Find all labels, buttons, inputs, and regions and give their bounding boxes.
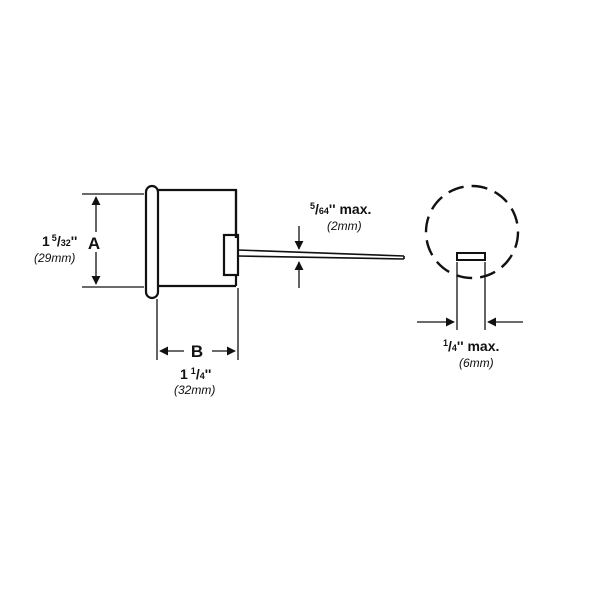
dim-a-metric: (29mm) <box>34 251 75 265</box>
tail-width-metric: (6mm) <box>459 356 494 370</box>
thickness-suffix: '' max. <box>329 201 371 217</box>
dimension-a <box>82 193 144 288</box>
thickness-slash: / <box>315 201 319 217</box>
dim-a-letter: A <box>88 234 100 253</box>
tailpiece-bottom <box>237 255 405 260</box>
dim-a-whole: 1 <box>42 233 50 249</box>
dim-a-frac-den: 32 <box>61 238 71 248</box>
thickness-metric: (2mm) <box>327 219 362 233</box>
dim-b-slash: / <box>196 366 200 382</box>
cylinder-side-view <box>144 184 405 300</box>
cylinder-flange <box>144 184 160 300</box>
end-view-dashed-circle <box>424 184 520 280</box>
thickness-frac-den: 64 <box>319 206 329 216</box>
dim-a-slash: / <box>57 233 61 249</box>
dim-b-unit: '' <box>205 366 212 382</box>
dim-b-whole: 1 <box>180 366 188 382</box>
dim-b-letter: B <box>191 342 203 361</box>
tail-width-frac-num: 1 <box>443 338 448 348</box>
tail-width-slash: / <box>448 338 452 354</box>
dim-b-frac-num: 1 <box>191 366 196 376</box>
dim-b-frac-den: 4 <box>200 371 205 381</box>
dimension-b <box>156 288 239 360</box>
cam-housing <box>222 233 240 277</box>
tail-width-frac-den: 4 <box>452 343 457 353</box>
dim-a-frac-num: 5 <box>52 233 57 243</box>
thickness-frac-num: 5 <box>310 201 315 211</box>
tail-width-suffix: '' max. <box>457 338 499 354</box>
tailpiece-top <box>237 249 405 257</box>
end-view-tail-slot <box>456 252 486 261</box>
tail-width-imperial: 1/4'' max. <box>443 338 499 354</box>
thickness-imperial: 5/64'' max. <box>310 201 371 217</box>
dim-b-metric: (32mm) <box>174 383 215 397</box>
cylinder-end-view <box>417 184 523 330</box>
dim-a-unit: '' <box>71 233 78 249</box>
